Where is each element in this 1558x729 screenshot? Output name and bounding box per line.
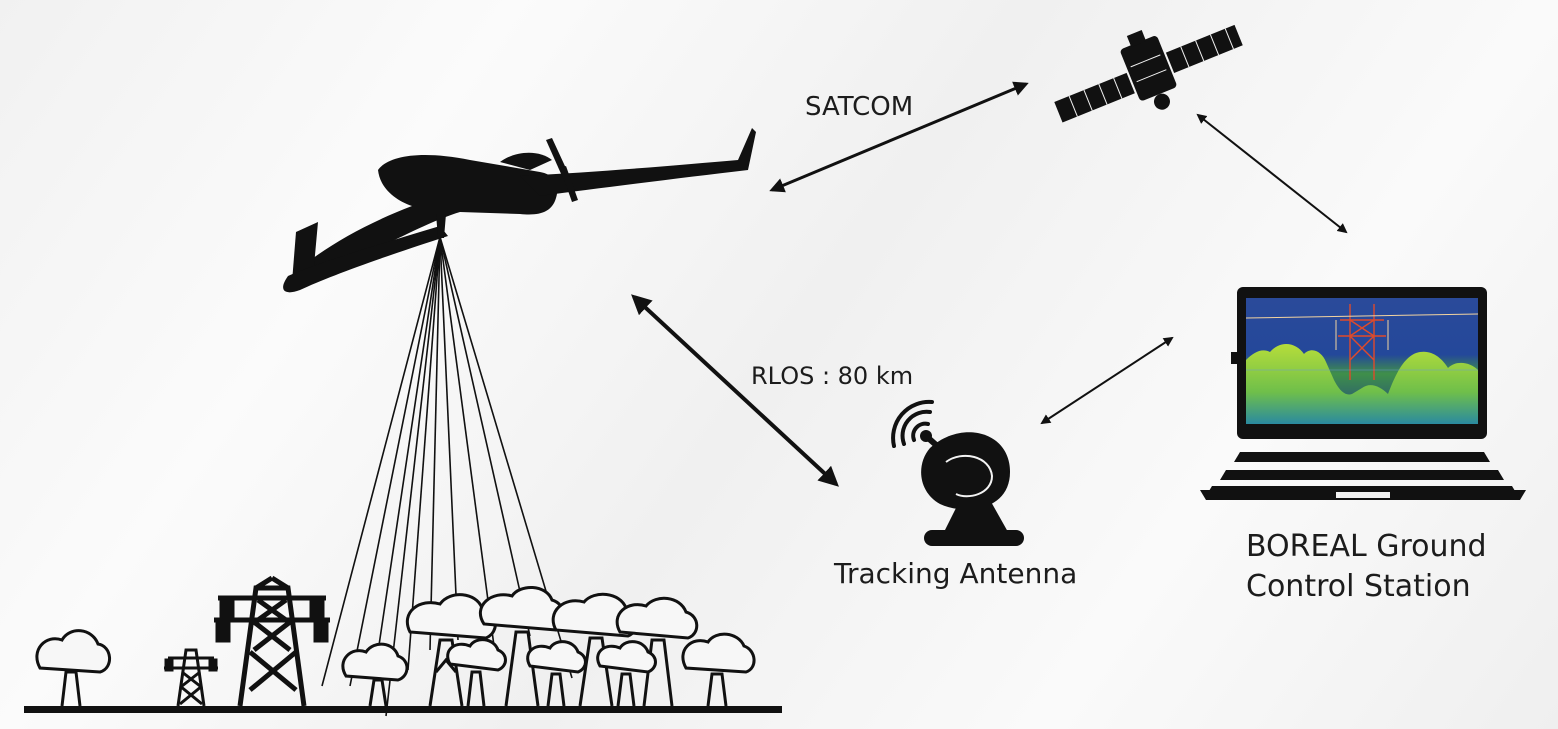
lidar-scan-beams [321,236,573,717]
rlos-link-label: RLOS : 80 km [751,362,914,390]
power-pylon-icon [164,648,218,707]
ground-control-station-label-line2: Control Station [1246,569,1471,604]
antenna-to-station-arrow [1040,336,1174,425]
tree-icon [681,632,756,707]
tree-icon [596,640,657,707]
rlos-link-arrow [631,294,839,487]
laptop-icon [1200,287,1526,500]
ground-control-station-label-line1: BOREAL Ground [1246,529,1487,564]
forest [35,586,756,707]
ground-line [24,706,782,713]
tree-icon [35,629,111,707]
satcom-link-label: SATCOM [805,92,914,122]
tree-icon [341,642,409,707]
satellite-icon [1054,24,1243,123]
tree-icon [446,638,507,707]
lidar-point-cloud-screen [1245,298,1479,424]
drone-icon [283,128,756,293]
tree-icon [526,640,587,707]
satcom-link-arrow [769,81,1029,193]
ground-control-station-label: BOREAL Ground Control Station [1246,527,1487,607]
power-pylon-icon [214,575,330,707]
tracking-antenna-icon [891,399,1024,546]
tracking-antenna-label: Tracking Antenna [834,557,1078,590]
satellite-to-station-arrow [1196,113,1348,234]
